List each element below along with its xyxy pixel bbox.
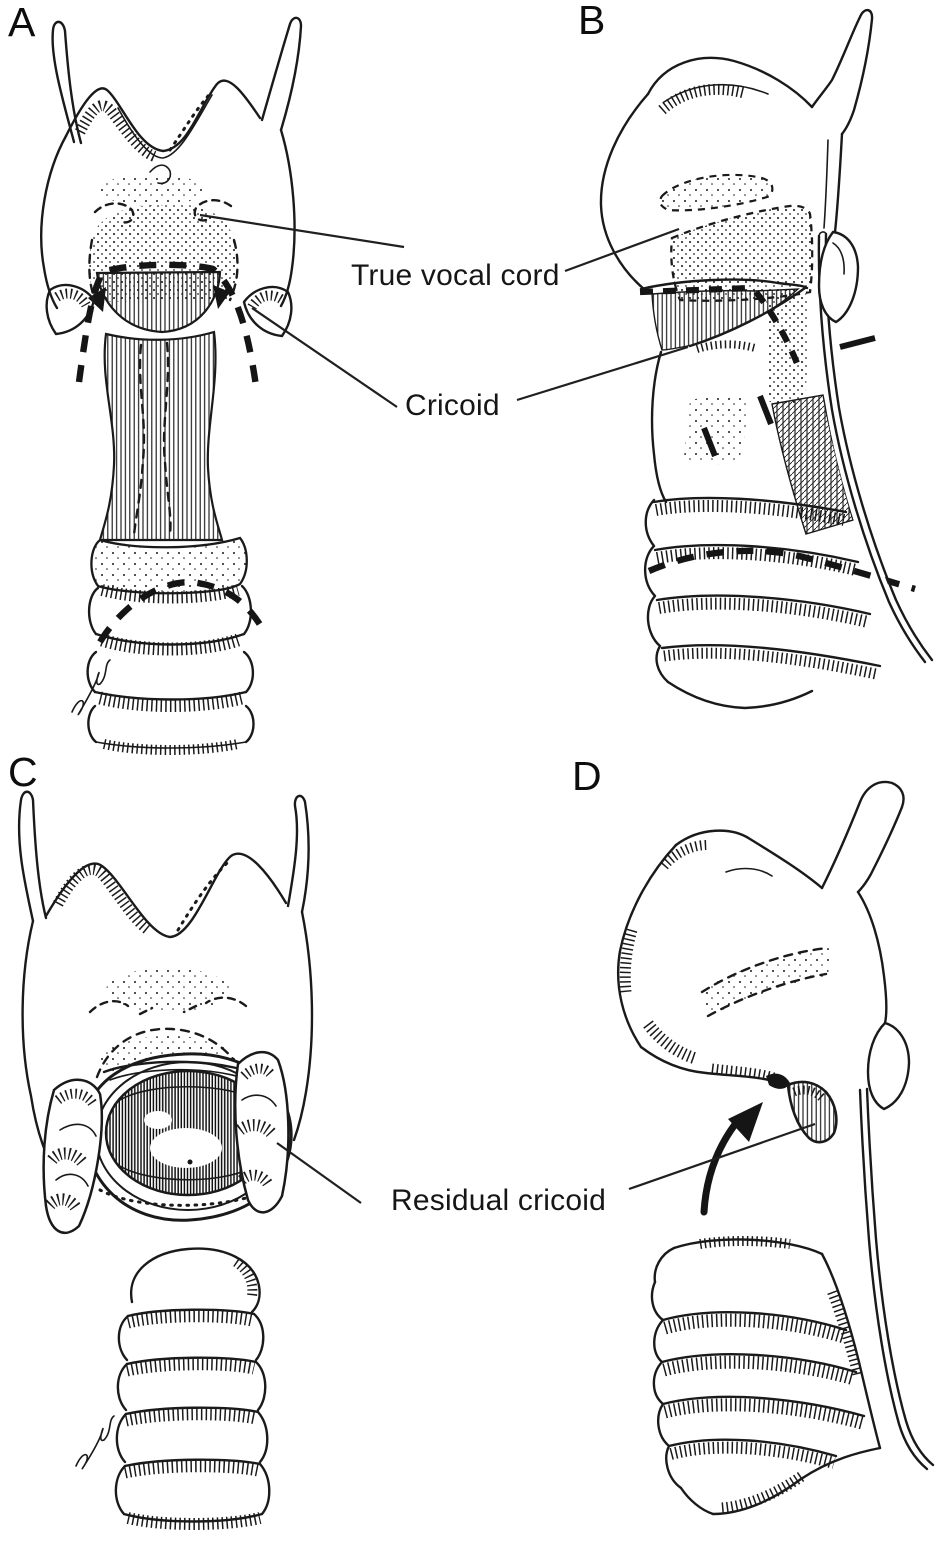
true-vocal-cord-label: True vocal cord xyxy=(351,259,560,292)
panel-a-letter: A xyxy=(8,0,36,45)
panel-d-letter: D xyxy=(572,753,602,799)
cricoid-leader-right xyxy=(516,345,689,402)
stent-tube xyxy=(858,1088,929,1471)
leader-lines xyxy=(199,213,816,1204)
residual-cricoid-leader-right xyxy=(628,1122,816,1191)
artist-signature-icon xyxy=(75,1415,115,1470)
panel-c-letter: C xyxy=(8,749,38,795)
true-vocal-cord-leader-right xyxy=(564,227,680,273)
panel-d-drawing xyxy=(616,780,935,1516)
residual-cricoid-label: Residual cricoid xyxy=(391,1184,606,1217)
residual-cricoid-leader-left xyxy=(276,1142,362,1204)
panel-c-drawing xyxy=(17,790,314,1530)
anastomosis-arrow-icon xyxy=(700,1102,763,1216)
panel-b-drawing xyxy=(599,8,934,710)
cricoid-label: Cricoid xyxy=(405,389,500,422)
true-vocal-cord-leader-left xyxy=(199,213,405,249)
panel-b-letter: B xyxy=(578,0,606,43)
artist-signature-icon xyxy=(71,659,111,716)
cricoid-leader-left xyxy=(251,307,398,408)
stent-tube xyxy=(817,234,927,664)
residual-cricoid-shape xyxy=(766,1073,838,1144)
panel-a-drawing xyxy=(40,16,303,755)
